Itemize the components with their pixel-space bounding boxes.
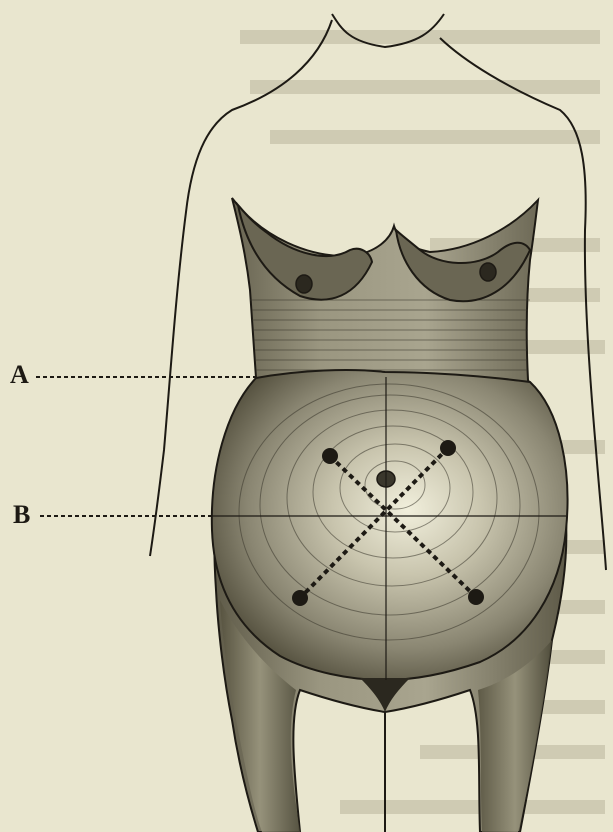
label-a: A <box>10 362 29 388</box>
label-b: B <box>13 502 30 528</box>
belly <box>212 370 568 680</box>
marker-point-lower-left <box>292 590 308 606</box>
marker-point-upper-left <box>322 448 338 464</box>
marker-point-lower-right <box>468 589 484 605</box>
marker-point-upper-right <box>440 440 456 456</box>
